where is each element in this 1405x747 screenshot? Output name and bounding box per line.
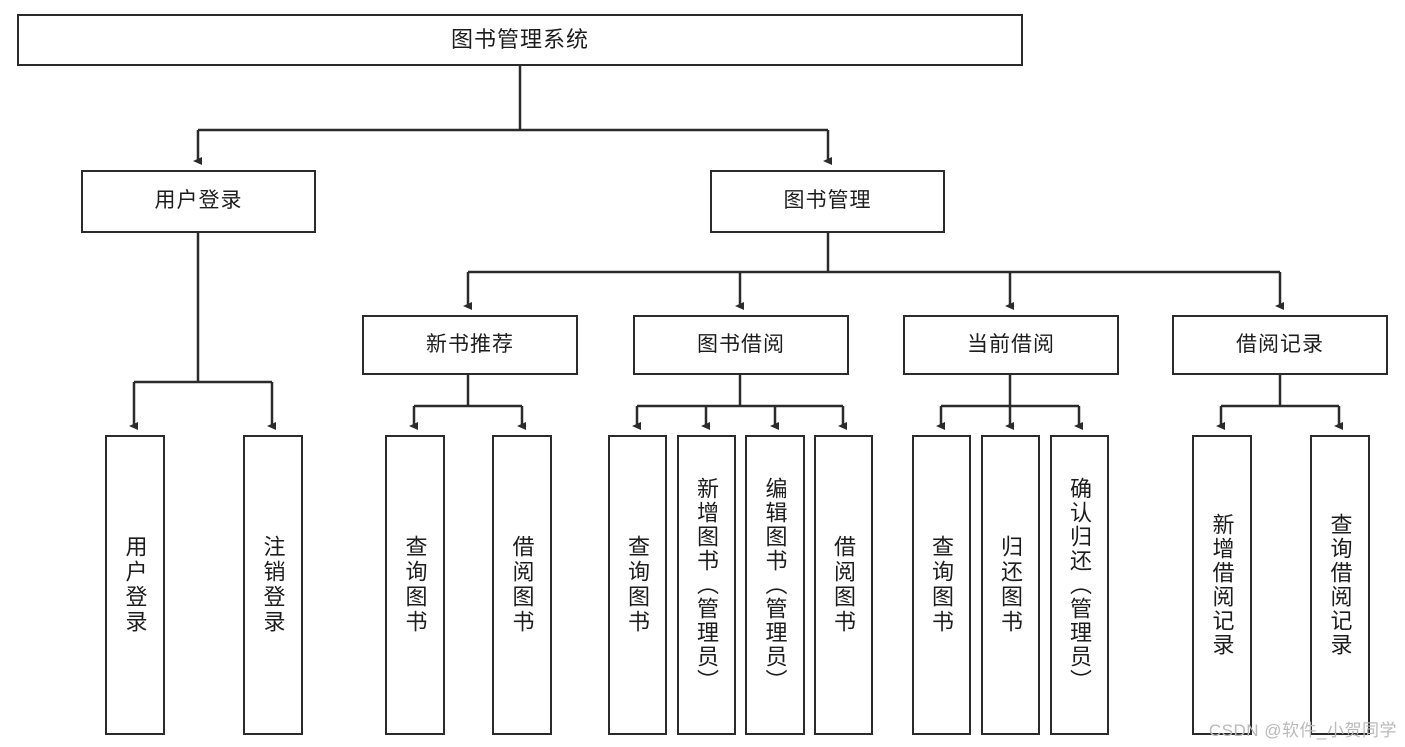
- leaf-label: 用户登录: [122, 535, 148, 635]
- leaf-label: 新增借阅记录: [1209, 513, 1235, 657]
- node-label: 用户登录: [154, 189, 243, 213]
- node-root-system[interactable]: 图书管理系统: [17, 14, 1023, 66]
- leaf-label: 确认归还（管理员）: [1067, 477, 1093, 693]
- leaf-label: 查询图书: [625, 535, 651, 635]
- leaf-label: 新增图书（管理员）: [694, 477, 720, 693]
- leaf-new-book-query[interactable]: 查询图书: [385, 435, 445, 735]
- leaf-label: 归还图书: [998, 535, 1024, 635]
- leaf-label: 编辑图书（管理员）: [762, 477, 788, 693]
- node-current-borrow[interactable]: 当前借阅: [903, 315, 1119, 375]
- node-user-login[interactable]: 用户登录: [81, 170, 316, 233]
- node-new-book-recommend[interactable]: 新书推荐: [362, 315, 578, 375]
- leaf-current-borrow-confirm[interactable]: 确认归还（管理员）: [1050, 435, 1109, 735]
- leaf-book-borrow-edit[interactable]: 编辑图书（管理员）: [745, 435, 805, 735]
- node-label: 借阅记录: [1236, 332, 1324, 356]
- node-book-borrow[interactable]: 图书借阅: [633, 315, 849, 375]
- leaf-user-login-login[interactable]: 用户登录: [105, 435, 165, 735]
- node-label: 图书管理: [783, 189, 872, 213]
- leaf-user-login-logout[interactable]: 注销登录: [243, 435, 303, 735]
- leaf-book-borrow-query[interactable]: 查询图书: [608, 435, 667, 735]
- leaf-book-borrow-add[interactable]: 新增图书（管理员）: [677, 435, 736, 735]
- node-label: 图书管理系统: [450, 27, 589, 53]
- node-label: 图书借阅: [697, 332, 785, 356]
- leaf-label: 注销登录: [260, 535, 286, 635]
- leaf-label: 查询图书: [402, 535, 428, 635]
- leaf-borrow-record-add[interactable]: 新增借阅记录: [1192, 435, 1252, 735]
- leaf-new-book-borrow[interactable]: 借阅图书: [492, 435, 552, 735]
- leaf-label: 查询图书: [929, 535, 955, 635]
- watermark: CSDN @软件_小贺同学: [1208, 721, 1397, 740]
- leaf-label: 借阅图书: [831, 535, 857, 635]
- leaf-current-borrow-return[interactable]: 归还图书: [981, 435, 1040, 735]
- leaf-label: 借阅图书: [509, 535, 535, 635]
- leaf-book-borrow-borrow[interactable]: 借阅图书: [814, 435, 873, 735]
- node-book-management[interactable]: 图书管理: [710, 170, 945, 233]
- node-borrow-record[interactable]: 借阅记录: [1172, 315, 1388, 375]
- node-label: 当前借阅: [967, 332, 1055, 356]
- node-label: 新书推荐: [426, 332, 514, 356]
- leaf-borrow-record-query[interactable]: 查询借阅记录: [1310, 435, 1370, 735]
- leaf-label: 查询借阅记录: [1327, 513, 1353, 657]
- leaf-current-borrow-query[interactable]: 查询图书: [912, 435, 971, 735]
